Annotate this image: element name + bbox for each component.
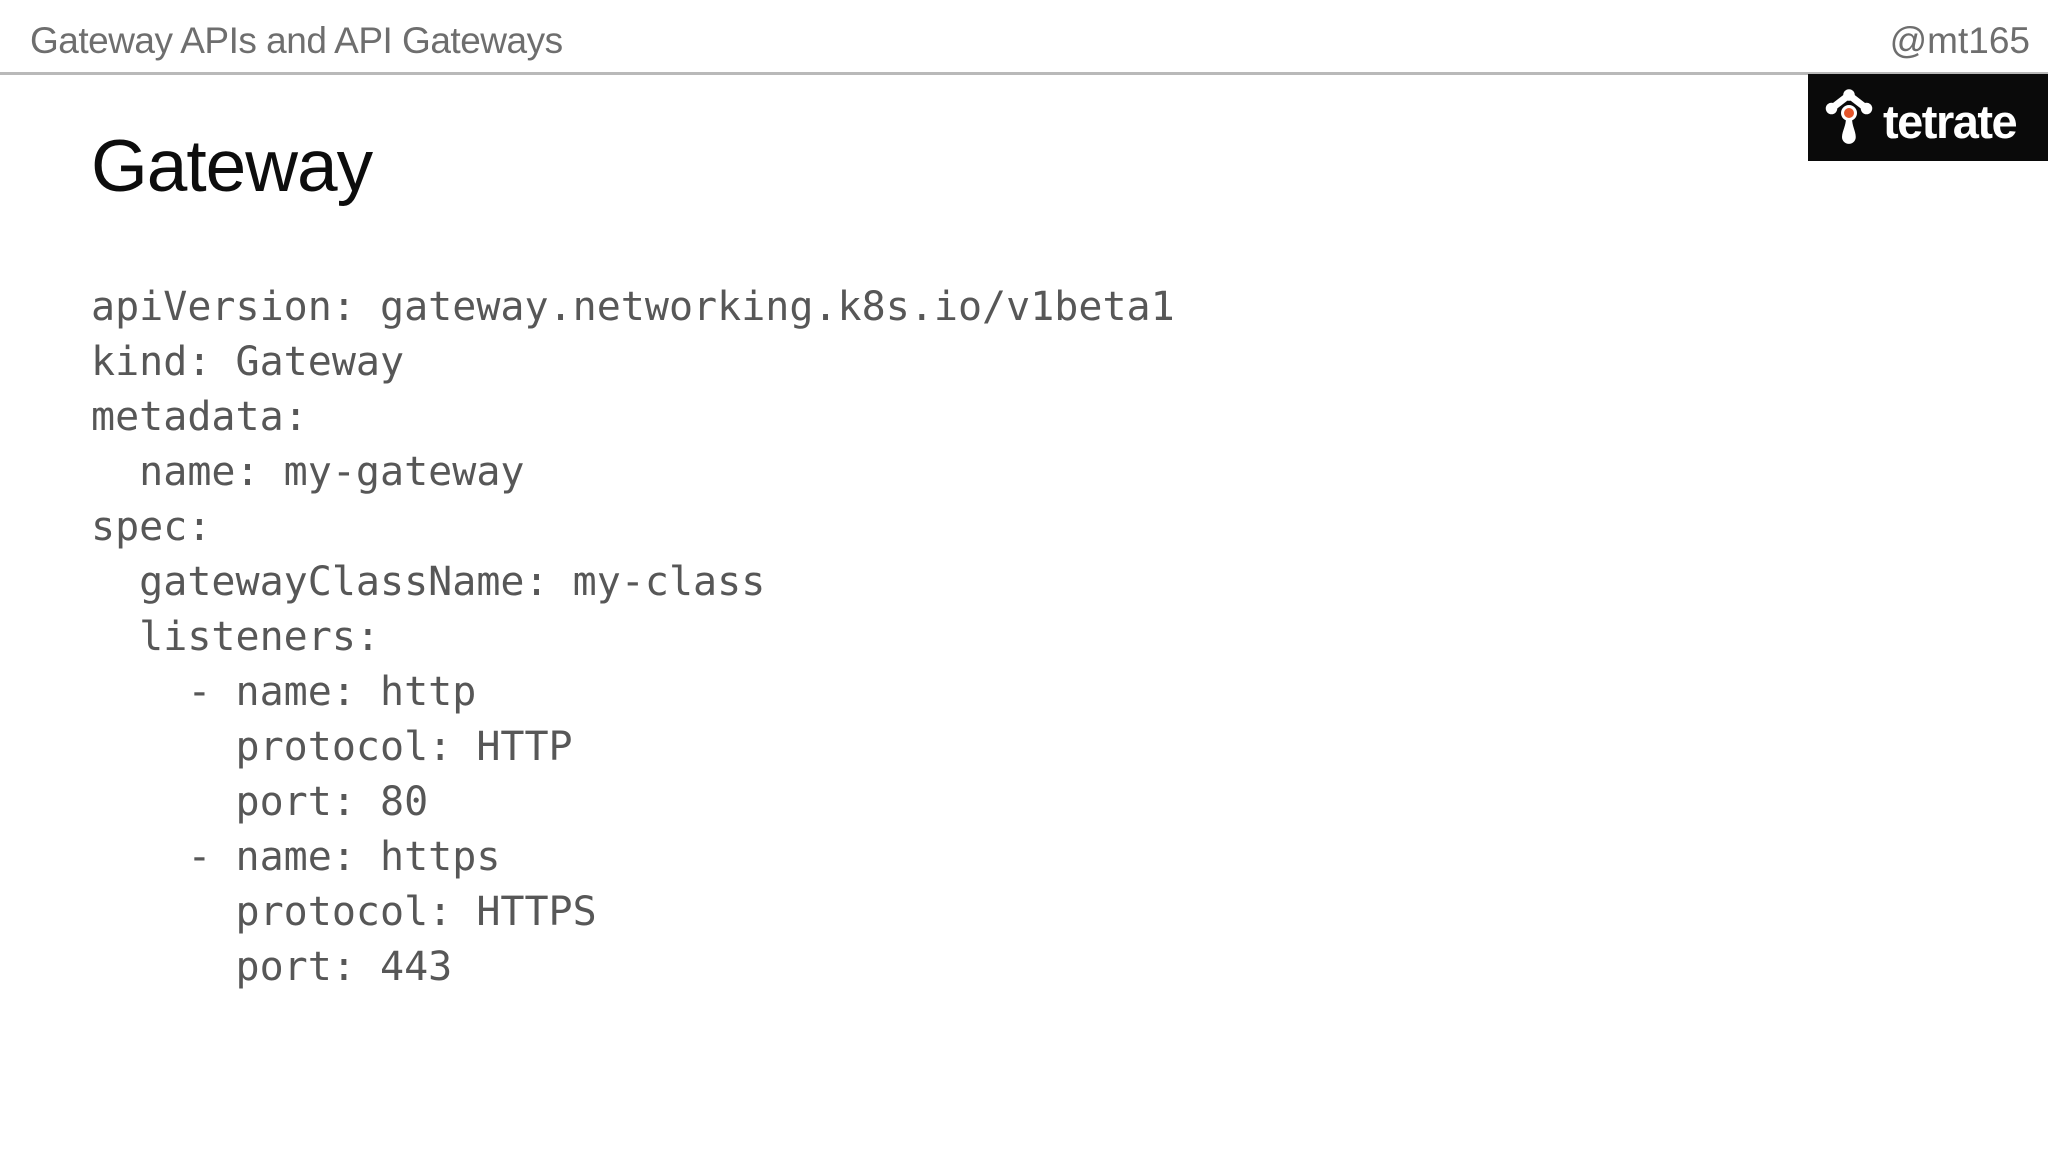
author-handle: @mt165 xyxy=(1889,20,2030,61)
header-divider xyxy=(0,72,2048,75)
tetrate-mesh-node-icon xyxy=(1825,88,1873,144)
logo-orange-dot xyxy=(1844,107,1854,118)
tetrate-wordmark: tetrate xyxy=(1883,95,2018,148)
deck-title: Gateway APIs and API Gateways xyxy=(30,20,563,61)
tetrate-logo: tetrate xyxy=(1808,74,2048,161)
yaml-code: apiVersion: gateway.networking.k8s.io/v1… xyxy=(91,284,1175,990)
slide-title: Gateway xyxy=(91,126,373,207)
